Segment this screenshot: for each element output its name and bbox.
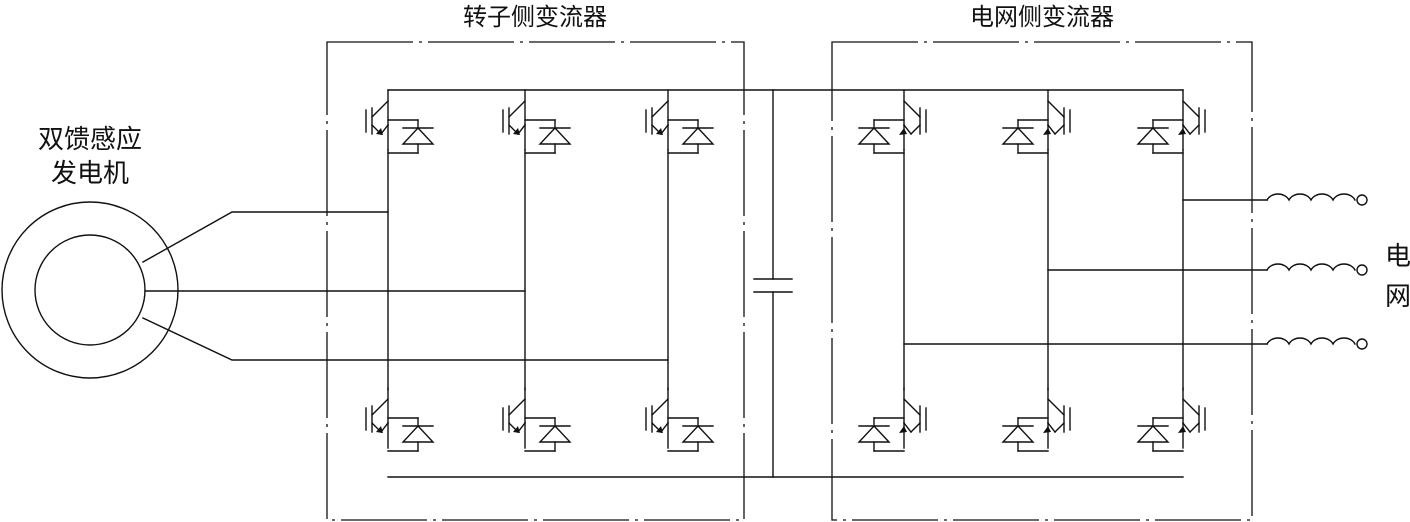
rotor-igbt-upper-2 <box>502 89 571 154</box>
grid-inductor-2 <box>1266 263 1368 276</box>
rotor-igbt-lower-2 <box>502 387 571 452</box>
rotor-converter-box <box>326 41 745 521</box>
dc-link-capacitor <box>753 278 793 293</box>
rotor-igbt-upper-3 <box>645 89 714 154</box>
rotor-leg-3 <box>645 89 714 452</box>
generator-rotor-circle <box>34 234 146 346</box>
generator-label-line1: 双馈感应 <box>38 125 142 155</box>
grid-igbt-upper-1 <box>858 89 927 154</box>
rotor-igbt-lower-3 <box>645 387 714 452</box>
grid-igbt-upper-3 <box>1137 89 1206 154</box>
grid-connections <box>903 199 1268 345</box>
rotor-converter-title: 转子侧变流器 <box>463 3 607 31</box>
grid-leg-1 <box>858 89 927 452</box>
generator-label-line2: 发电机 <box>51 159 129 189</box>
rotor-igbt-lower-1 <box>365 387 434 452</box>
grid-inductor-1 <box>1266 193 1368 206</box>
rotor-leg-1 <box>365 89 434 452</box>
grid-label-char1: 电 <box>1385 242 1410 272</box>
grid-igbt-upper-2 <box>1002 89 1071 154</box>
grid-igbt-lower-2 <box>1002 387 1071 452</box>
grid-converter-box <box>831 41 1253 521</box>
generator-stator-circle <box>1 201 179 379</box>
grid-igbt-lower-1 <box>858 387 927 452</box>
rotor-leg-2 <box>502 89 571 452</box>
grid-converter-title: 电网侧变流器 <box>970 3 1114 31</box>
grid-igbt-lower-3 <box>1137 387 1206 452</box>
rotor-connections <box>142 211 669 361</box>
rotor-igbt-upper-1 <box>365 89 434 154</box>
grid-label-char2: 网 <box>1385 282 1410 312</box>
grid-inductor-3 <box>1266 337 1368 350</box>
dc-bus <box>387 89 1184 478</box>
